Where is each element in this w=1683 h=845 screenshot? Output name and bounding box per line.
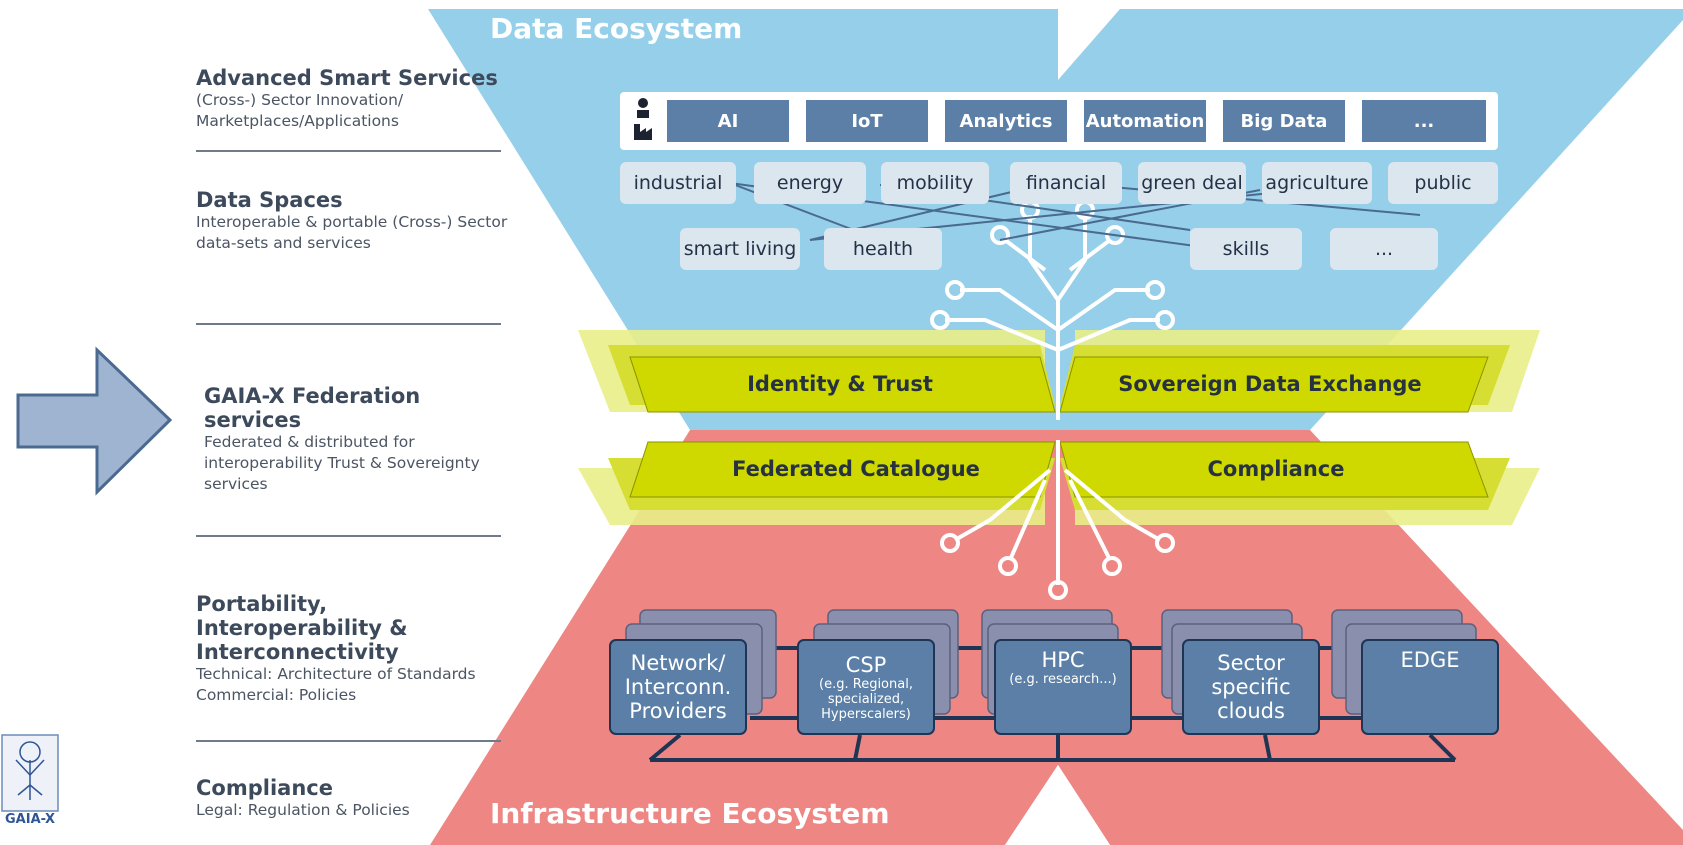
layer-desc-line: Marketplaces/Applications	[196, 112, 399, 130]
service-analytics: Analytics	[945, 100, 1067, 142]
layer-data-spaces: Data Spaces Interoperable & portable (Cr…	[196, 188, 526, 254]
data-space-public: public	[1388, 162, 1498, 204]
infra-title-line: specific	[1211, 675, 1291, 699]
layer-desc-line: Technical: Architecture of Standards	[196, 665, 476, 683]
tree-circuit	[930, 200, 1175, 600]
federation-catalogue: Federated Catalogue	[732, 457, 980, 481]
infra-title-line: clouds	[1217, 699, 1285, 723]
infra-title-line: Sector	[1217, 651, 1285, 675]
service-automation: Automation	[1084, 100, 1206, 142]
infra-sub-line: specialized,	[827, 691, 905, 707]
layer-desc-line: (Cross-) Sector Innovation/	[196, 91, 404, 109]
layer-gaia-x-federation-services: GAIA-X Federation services Federated & d…	[204, 384, 524, 495]
federation-sovereign-data-exchange: Sovereign Data Exchange	[1118, 372, 1422, 396]
layer-desc-line: interoperability Trust & Sovereignty	[204, 454, 480, 472]
layer-desc-line: data-sets and services	[196, 234, 371, 252]
infrastructure-ecosystem-label: Infrastructure Ecosystem	[490, 797, 890, 830]
layer-title: GAIA-X Federation services	[204, 384, 421, 432]
layer-divider	[196, 740, 501, 742]
layer-title: Advanced Smart Services	[196, 66, 498, 90]
data-space-agriculture: agriculture	[1262, 162, 1372, 204]
layer-title-line: Interconnectivity	[196, 640, 399, 664]
data-ecosystem-label: Data Ecosystem	[490, 12, 743, 45]
infra-sub-line: (e.g. Regional,	[819, 676, 913, 692]
layer-desc-line: services	[204, 475, 268, 493]
infra-title-line: HPC	[1041, 648, 1085, 672]
federation-bands	[578, 330, 1540, 525]
bottom-notch	[1005, 765, 1110, 845]
data-space-smart-living: smart living	[680, 228, 800, 270]
federation-identity-trust: Identity & Trust	[747, 372, 933, 396]
infra-boxes	[609, 639, 1499, 735]
infra-title-line: Network/	[630, 651, 726, 675]
user-factory-icon	[634, 98, 652, 140]
infra-title-line: Interconn.	[624, 675, 732, 699]
federation-compliance: Compliance	[1207, 457, 1345, 481]
data-space-industrial: industrial	[620, 162, 736, 204]
layer-desc-line: Commercial: Policies	[196, 686, 357, 704]
layer-desc-line: Legal: Regulation & Policies	[196, 801, 410, 819]
data-space-health: health	[824, 228, 942, 270]
infra-sector-specific-clouds: Sector specific clouds	[1183, 640, 1319, 734]
infra-edge: EDGE	[1362, 640, 1498, 734]
data-space-skills: skills	[1190, 228, 1302, 270]
gaia-x-logo-text: GAIA-X	[5, 812, 55, 827]
layer-divider	[196, 535, 501, 537]
layer-compliance: Compliance Legal: Regulation & Policies	[196, 776, 516, 821]
service-more: ...	[1362, 100, 1486, 142]
service-big-data: Big Data	[1223, 100, 1345, 142]
infra-sub-line: (e.g. research...)	[1009, 672, 1117, 687]
gaia-x-logo-icon	[1, 734, 59, 812]
data-space-more: ...	[1330, 228, 1438, 270]
arrow-icon	[16, 346, 173, 496]
infra-title-line: CSP	[845, 652, 887, 677]
data-space-energy: energy	[754, 162, 866, 204]
service-iot: IoT	[806, 100, 928, 142]
layer-divider	[196, 150, 501, 152]
layer-portability-interoperability: Portability, Interoperability & Intercon…	[196, 592, 516, 706]
infra-hpc: HPC (e.g. research...)	[995, 640, 1131, 734]
layer-advanced-smart-services: Advanced Smart Services (Cross-) Sector …	[196, 66, 516, 132]
layer-title: Compliance	[196, 776, 333, 800]
infra-csp: CSP (e.g. Regional, specialized, Hypersc…	[798, 640, 934, 734]
layer-desc-line: Federated & distributed for	[204, 433, 415, 451]
infra-network-providers: Network/ Interconn. Providers	[610, 640, 746, 734]
data-space-mobility: mobility	[881, 162, 989, 204]
data-space-financial: financial	[1010, 162, 1122, 204]
infra-title-line: EDGE	[1400, 648, 1460, 672]
service-ai: AI	[667, 100, 789, 142]
data-space-green-deal: green deal	[1138, 162, 1246, 204]
infra-title-line: Providers	[629, 699, 727, 723]
infra-sub-line: Hyperscalers)	[821, 706, 911, 722]
layer-title-line: Portability, Interoperability &	[196, 592, 408, 640]
layer-title: Data Spaces	[196, 188, 343, 212]
layer-divider	[196, 323, 501, 325]
layer-desc-line: Interoperable & portable (Cross-) Sector	[196, 213, 508, 231]
